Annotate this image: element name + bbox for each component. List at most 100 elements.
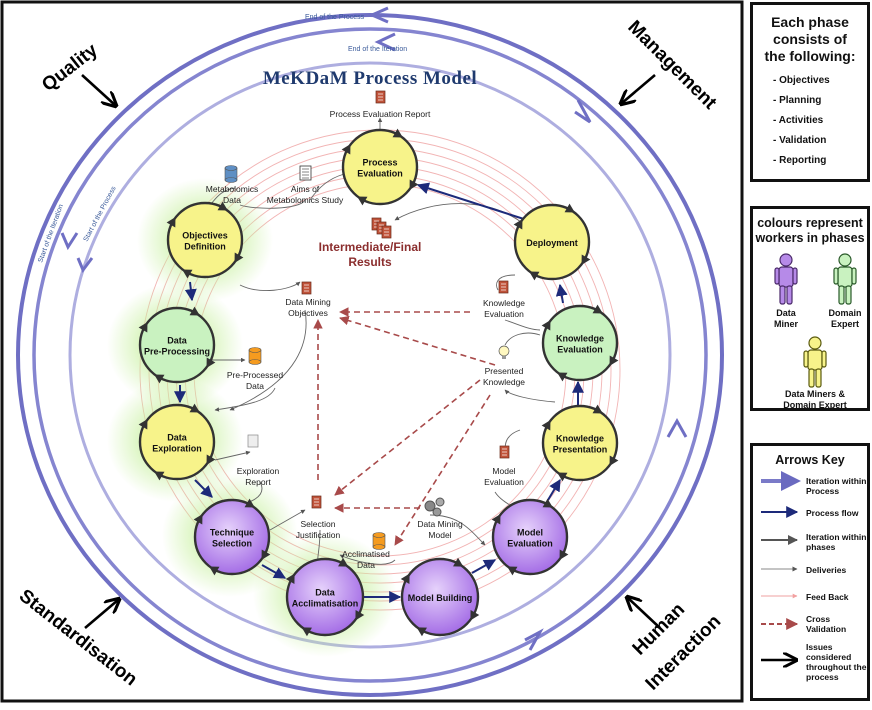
arrows-key-title: Arrows Key — [775, 453, 845, 467]
iteration-arrowhead — [541, 420, 551, 431]
svg-text:Knowledge: Knowledge — [483, 377, 525, 387]
workers-box: colours represent workers in phases — [750, 206, 870, 411]
document-icon — [311, 495, 322, 509]
phase-item-planning: - Planning — [773, 95, 822, 106]
phase-label: Model — [517, 528, 543, 538]
phase-label: Data — [167, 336, 188, 346]
cross-validation-arrows — [313, 307, 496, 546]
iteration-arrowhead — [338, 557, 349, 567]
iteration-arrowhead — [209, 566, 220, 576]
svg-text:Results: Results — [348, 255, 392, 269]
arrows-key-swatches — [761, 471, 801, 710]
iteration-arrowhead — [206, 357, 216, 368]
deliverable-process-evaluation-report: Process Evaluation Report — [330, 109, 431, 119]
deliverables: Process Evaluation ReportMetabolomicsDat… — [206, 90, 525, 570]
iteration-arrowhead — [592, 304, 603, 314]
ring-arrowheads — [60, 6, 688, 651]
svg-text:Justification: Justification — [296, 530, 341, 540]
phase-label: Model Building — [408, 593, 473, 603]
database-icon — [372, 532, 386, 550]
iteration-arrowhead — [138, 322, 148, 333]
document-icon — [498, 280, 509, 294]
iteration-arrowhead — [189, 306, 200, 316]
svg-text:Intermediate/Final: Intermediate/Final — [319, 240, 422, 254]
phase-label: Process — [362, 158, 397, 168]
data-miner-label-1: Data — [776, 308, 797, 318]
domain-expert-label-1: Domain — [828, 308, 861, 318]
document-icon — [499, 445, 510, 459]
svg-text:Aims of: Aims of — [291, 184, 320, 194]
iteration-arrowhead — [206, 454, 216, 465]
phase-contents-list: - Objectives - Planning - Activities - V… — [753, 75, 867, 166]
iteration-arrowhead — [557, 472, 568, 482]
svg-text:Report: Report — [245, 477, 271, 487]
svg-text:Acclimatised: Acclimatised — [342, 549, 390, 559]
svg-text:Exploration: Exploration — [237, 466, 280, 476]
phase-label: Knowledge — [556, 434, 604, 444]
iteration-arrowhead — [453, 557, 464, 567]
phase-label: Objectives — [182, 231, 228, 241]
phase-label: Deployment — [526, 238, 578, 248]
iteration-arrowhead — [217, 201, 228, 211]
iteration-arrowhead — [581, 254, 591, 265]
phase-model-building[interactable]: Model Building — [400, 557, 480, 637]
model-gears-icon — [424, 497, 445, 517]
phase-label: Evaluation — [357, 169, 403, 179]
iteration-arrowhead — [261, 549, 271, 560]
svg-text:Data Mining: Data Mining — [417, 519, 463, 529]
iteration-arrowhead — [355, 610, 365, 621]
process-model-diagram: End of the Process End of the Iteration … — [0, 0, 744, 703]
phase-label: Exploration — [152, 444, 202, 454]
phase-deployment[interactable]: Deployment — [513, 203, 591, 281]
iteration-arrowhead — [564, 203, 575, 213]
iteration-arrowhead — [392, 128, 403, 138]
aims-document-icon — [299, 165, 312, 181]
iteration-arrowhead — [409, 179, 419, 190]
phase-label: Pre-Processing — [144, 347, 210, 357]
iteration-arrowhead — [542, 498, 553, 508]
svg-text:Knowledge: Knowledge — [483, 298, 525, 308]
quality-arrow — [81, 74, 115, 105]
iteration-arrowhead — [341, 144, 351, 155]
phase-label: Presentation — [553, 445, 608, 455]
phase-label: Data — [167, 433, 188, 443]
iteration-arrowhead — [244, 498, 255, 508]
document-icon — [381, 225, 392, 239]
svg-text:Evaluation: Evaluation — [484, 309, 524, 319]
end-of-process-label: End of the Process — [305, 14, 365, 21]
svg-text:Process Evaluation Report: Process Evaluation Report — [330, 109, 431, 119]
human-interaction-arrow — [628, 598, 661, 629]
phase-label: Evaluation — [507, 539, 553, 549]
svg-text:Evaluation: Evaluation — [484, 477, 524, 487]
phase-label: Evaluation — [557, 345, 603, 355]
iteration-arrowhead — [154, 471, 165, 481]
diagram-title: MeKDaM Process Model — [263, 68, 477, 89]
both-workers-person-icon — [803, 336, 827, 388]
iteration-arrowhead — [507, 566, 518, 576]
svg-text:Metabolomics: Metabolomics — [206, 184, 258, 194]
iteration-arrowhead — [182, 269, 193, 279]
domain-expert-label-2: Expert — [831, 319, 859, 329]
iteration-arrowhead — [609, 455, 619, 466]
phase-label: Selection — [212, 539, 252, 549]
svg-text:Presented: Presented — [485, 366, 524, 376]
domain-expert-person-icon — [833, 253, 857, 305]
svg-text:Data: Data — [223, 195, 241, 205]
